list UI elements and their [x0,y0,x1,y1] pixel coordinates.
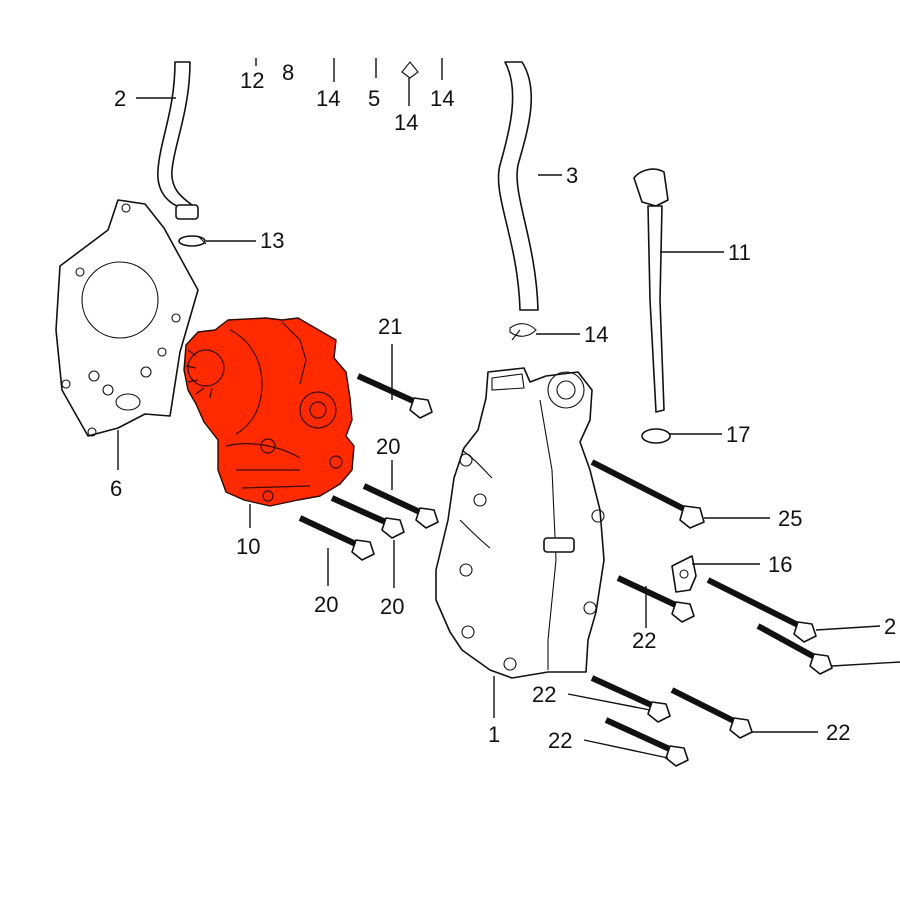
callout-22-a: 22 [632,628,656,653]
bolt-22d [604,717,689,767]
bolt-2x [706,577,817,643]
bolt-20c [298,515,375,561]
callout-13: 13 [260,228,284,253]
callout-12: 12 [240,68,264,93]
callout-20-top: 20 [376,434,400,459]
bolt-22b [590,675,671,723]
bolts [298,373,833,767]
bolt-20a [362,483,439,529]
hose-clip-13 [178,235,207,247]
callout-2: 2 [114,86,126,111]
callout-22-b: 22 [532,682,556,707]
callout-16: 16 [768,552,792,577]
breather-hose-2 [157,61,199,220]
bolt-20b [330,495,405,539]
callout-5: 5 [368,86,380,111]
callout-22-c: 22 [826,720,850,745]
bolt-right-lower [756,623,833,675]
callout-8: 8 [282,60,294,85]
callout-10: 10 [236,534,260,559]
callout-20-left: 20 [314,592,338,617]
callout-14-b: 14 [394,110,418,135]
callout-20-right: 20 [380,594,404,619]
breather-hose-3 [497,61,539,311]
callout-labels: 2 12 8 14 5 14 14 3 13 11 21 14 17 20 6 … [110,60,896,753]
callout-17: 17 [726,422,750,447]
dipstick-11 [633,168,669,413]
callout-2-partial: 2 [884,614,896,639]
callout-1: 1 [488,722,500,747]
gasket-6 [55,199,199,437]
crankcase-cover-1 [435,367,605,679]
callout-14-c: 14 [430,86,454,111]
callout-14-a: 14 [316,86,340,111]
callout-25: 25 [778,506,802,531]
top-small-parts [255,58,443,106]
bolt-22c [670,687,753,739]
oil-pump-10-highlighted [183,317,355,507]
leader-lines [117,97,900,759]
callout-6: 6 [110,476,122,501]
o-ring-17 [641,428,671,444]
bolt-21 [356,373,433,419]
callout-3: 3 [566,163,578,188]
hose-clip-14 [509,323,537,341]
bolt-25 [590,459,705,529]
bracket-16 [671,555,697,593]
callout-14-d: 14 [584,322,608,347]
callout-21: 21 [378,314,402,339]
callout-22-d: 22 [548,728,572,753]
callout-11: 11 [728,240,751,265]
bolt-22a [616,575,695,623]
